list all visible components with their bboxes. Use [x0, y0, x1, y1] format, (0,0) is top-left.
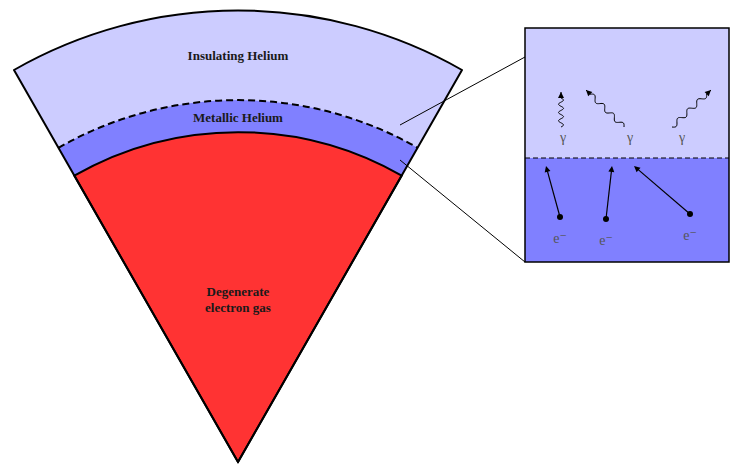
layer-name: Metallic Helium — [138, 110, 338, 126]
photon-arrowhead — [586, 90, 592, 96]
leader-line — [400, 57, 525, 125]
core-region — [74, 132, 401, 462]
layer-label: Insulating Helium — [138, 48, 338, 64]
photon-symbol: γ — [627, 131, 633, 145]
electron-track — [637, 169, 690, 214]
electron-symbol: e⁻ — [553, 232, 567, 246]
layer-name: Degenerate electron gas — [192, 284, 284, 317]
photon-symbol: γ — [560, 131, 566, 145]
layer-label: Degenerate electron gas — [192, 284, 284, 317]
photon-wave — [586, 90, 624, 127]
electron-arrowhead — [545, 166, 551, 173]
electron-symbol: e⁻ — [599, 234, 613, 248]
inset-bottom — [525, 158, 729, 262]
photon-arrowhead — [558, 92, 564, 98]
photon-wave — [559, 92, 564, 127]
photon-arrowhead — [705, 90, 711, 96]
electron-symbol: e⁻ — [683, 229, 697, 243]
particle-arrows — [545, 90, 711, 222]
insulating-layer — [14, 11, 462, 462]
electron-arrowhead — [608, 166, 614, 172]
inset-boundary — [525, 158, 729, 159]
metallic-layer — [58, 100, 417, 462]
electron-track — [606, 170, 612, 219]
layer-label: Metallic Helium — [138, 110, 338, 126]
photon-symbol: γ — [679, 131, 685, 145]
electron-arrowhead — [634, 166, 641, 172]
inset-frame — [525, 28, 729, 262]
layer-name: Insulating Helium — [138, 48, 338, 64]
inset-top — [525, 28, 729, 158]
electron-track — [547, 170, 560, 217]
wedge-outline — [14, 11, 462, 462]
photon-wave — [672, 90, 711, 127]
leader-line — [400, 160, 525, 262]
